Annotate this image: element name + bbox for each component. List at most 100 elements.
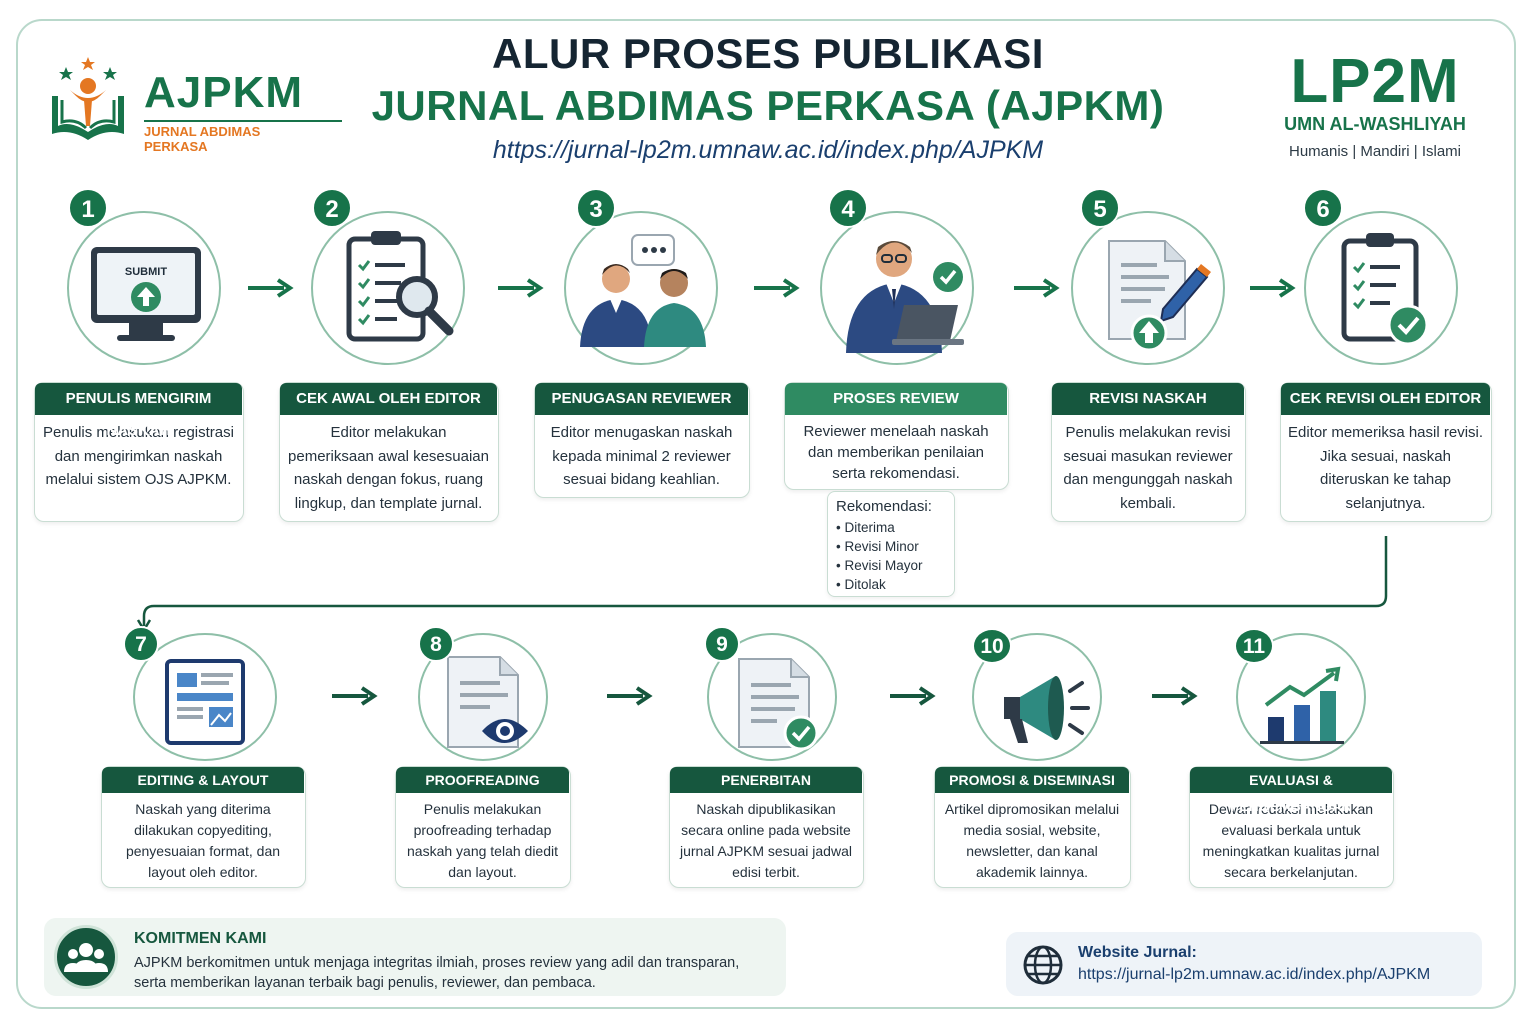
step-4-description: Reviewer menelaah naskah dan memberikan … — [803, 423, 989, 482]
step-1-icon-circle: SUBMIT — [67, 211, 221, 365]
step-8-title: PROOFREADING — [396, 767, 569, 793]
website-panel: Website Jurnal: https://jurnal-lp2m.umna… — [1006, 932, 1482, 996]
arrow-right-icon — [1014, 278, 1060, 298]
step-6-card: CEK REVISI OLEH EDITOR Editor memeriksa … — [1280, 382, 1492, 522]
megaphone-icon — [1004, 676, 1090, 743]
lp2m-logo: LP2M UMN AL-WASHLIYAH Humanis | Mandiri … — [1270, 50, 1480, 161]
step-1-number: 1 — [68, 188, 108, 228]
recommendation-list: Rekomendasi: • Diterima • Revisi Minor •… — [827, 491, 955, 597]
commitment-panel: KOMITMEN KAMI AJPKM berkomitmen untuk me… — [44, 918, 786, 996]
step-8-card: PROOFREADING Penulis melakukan proofread… — [395, 766, 571, 888]
arrow-right-icon — [248, 278, 294, 298]
recommendation-item: • Revisi Mayor — [836, 558, 923, 573]
submit-label: SUBMIT — [125, 266, 167, 278]
step-10-title: PROMOSI & DISEMINASI — [935, 767, 1129, 793]
page-title-line2: JURNAL ABDIMAS PERKASA (AJPKM) — [371, 82, 1165, 129]
step-7-card: EDITING & LAYOUT Naskah yang diterima di… — [101, 766, 306, 888]
step-2-description: Editor melakukan pemeriksaan awal kesesu… — [288, 424, 489, 512]
commitment-title: KOMITMEN KAMI — [134, 930, 267, 947]
step-3-card: PENUGASAN REVIEWER Editor menugaskan nas… — [534, 382, 750, 498]
step-7-icon-circle — [133, 633, 277, 761]
step-10-number: 10 — [972, 628, 1012, 664]
book-person-logo-icon — [52, 57, 124, 140]
step-11-number: 11 — [1234, 628, 1274, 664]
arrow-right-icon — [1250, 278, 1296, 298]
step-4-icon-circle — [820, 211, 974, 365]
globe-icon — [1023, 945, 1063, 985]
step-1-description: Penulis melakukan registrasi dan mengiri… — [43, 424, 234, 488]
arrow-right-icon — [890, 686, 936, 706]
step-6-icon-circle — [1304, 211, 1458, 365]
step-11-card: EVALUASI & PENGEMBANGAN Dewan redaksi me… — [1189, 766, 1394, 888]
lp2m-tagline: Humanis | Mandiri | Islami — [1288, 143, 1461, 160]
page-title-line1: ALUR PROSES PUBLIKASI — [492, 30, 1044, 77]
document-pencil-upload-icon — [1108, 240, 1211, 352]
step-4-number: 4 — [828, 188, 868, 228]
step-5-description: Penulis melakukan revisi sesuai masukan … — [1063, 424, 1233, 512]
recommendation-title: Rekomendasi: — [836, 498, 932, 515]
logo-subtitle: JURNAL ABDIMAS PERKASA — [144, 124, 261, 154]
arrow-right-icon — [1152, 686, 1198, 706]
step-9-description: Naskah dipublikasikan secara online pada… — [680, 801, 852, 880]
step-4-title: PROSES REVIEW — [785, 383, 1007, 415]
step-9-number: 9 — [704, 626, 740, 662]
step-11-title: EVALUASI & PENGEMBANGAN — [1190, 767, 1392, 814]
step-7-description: Naskah yang diterima dilakukan copyediti… — [125, 801, 281, 880]
recommendation-item: • Revisi Minor — [836, 539, 919, 554]
website-url-link[interactable]: https://jurnal-lp2m.umnaw.ac.id/index.ph… — [1078, 966, 1431, 983]
step-3-description: Editor menugaskan naskah kepada minimal … — [550, 424, 733, 488]
step-6-description: Editor memeriksa hasil revisi. Jika sesu… — [1287, 424, 1484, 512]
logo-name: AJPKM — [144, 68, 304, 117]
ajpkm-logo: AJPKM JURNAL ABDIMAS PERKASA — [48, 56, 342, 154]
logo-divider — [144, 120, 342, 122]
step-8-description: Penulis melakukan proofreading terhadap … — [407, 801, 558, 880]
step-7-title: EDITING & LAYOUT — [102, 767, 304, 793]
bar-chart-growth-icon — [1260, 666, 1344, 744]
step-11-description: Dewan redaksi melakukan evaluasi berkala… — [1202, 801, 1380, 880]
arrow-right-icon — [607, 686, 653, 706]
step-6-title: CEK REVISI OLEH EDITOR — [1281, 383, 1490, 415]
step-1-card: PENULIS MENGIRIM NASKAH Penulis melakuka… — [34, 382, 244, 522]
step-2-card: CEK AWAL OLEH EDITOR Editor melakukan pe… — [279, 382, 499, 522]
arrow-right-icon — [754, 278, 800, 298]
clipboard-magnifier-icon — [346, 231, 454, 342]
recommendation-item: • Diterima — [836, 520, 895, 535]
layout-document-icon — [165, 659, 245, 745]
step-5-title: REVISI NASKAH — [1052, 383, 1244, 415]
commitment-text: AJPKM berkomitmen untuk menjaga integrit… — [134, 955, 740, 991]
lp2m-institution: UMN AL-WASHLIYAH — [1284, 114, 1466, 134]
step-9-title: PENERBITAN — [670, 767, 862, 793]
step-3-icon-circle — [564, 211, 718, 365]
step-2-number: 2 — [312, 188, 352, 228]
step-5-icon-circle — [1071, 211, 1225, 365]
step-2-icon-circle — [311, 211, 465, 365]
group-people-icon — [54, 925, 118, 989]
step-9-card: PENERBITAN Naskah dipublikasikan secara … — [669, 766, 864, 888]
step-6-number: 6 — [1303, 188, 1343, 228]
step-7-number: 7 — [123, 626, 159, 662]
step-9-icon-circle — [707, 633, 837, 761]
document-eye-icon — [447, 656, 528, 748]
step-10-card: PROMOSI & DISEMINASI Artikel dipromosika… — [934, 766, 1131, 888]
document-check-icon — [738, 658, 819, 751]
arrow-right-icon — [498, 278, 544, 298]
step-3-number: 3 — [576, 188, 616, 228]
arrow-right-icon — [332, 686, 378, 706]
step-5-card: REVISI NASKAH Penulis melakukan revisi s… — [1051, 382, 1246, 522]
step-1-title: PENULIS MENGIRIM NASKAH — [35, 383, 242, 439]
monitor-submit-icon: SUBMIT — [91, 247, 201, 341]
step-11-icon-circle — [1236, 633, 1366, 761]
connector-arrow-icon — [136, 536, 1388, 633]
step-5-number: 5 — [1080, 188, 1120, 228]
clipboard-check-icon — [1341, 233, 1429, 346]
step-8-number: 8 — [418, 626, 454, 662]
step-3-title: PENUGASAN REVIEWER — [535, 383, 748, 415]
reviewer-laptop-icon — [846, 241, 964, 353]
recommendation-item: • Ditolak — [836, 577, 886, 592]
step-4-card: PROSES REVIEW Reviewer menelaah naskah d… — [784, 382, 1009, 490]
website-label: Website Jurnal: — [1078, 944, 1197, 961]
step-10-description: Artikel dipromosikan melalui media sosia… — [944, 801, 1120, 880]
step-8-icon-circle — [418, 633, 548, 761]
journal-url-link[interactable]: https://jurnal-lp2m.umnaw.ac.id/index.ph… — [492, 136, 1044, 164]
two-people-discussion-icon — [580, 234, 706, 347]
